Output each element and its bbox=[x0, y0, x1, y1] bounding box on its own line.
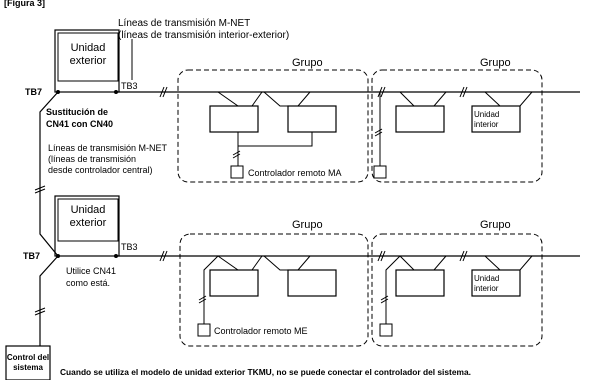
group-label-lower-2: Grupo bbox=[480, 219, 511, 231]
group-label-lower-1: Grupo bbox=[292, 219, 323, 231]
indoor-unit-lower-3 bbox=[395, 269, 445, 297]
indoor-unit-lower-1 bbox=[209, 269, 259, 297]
indoor-unit-upper-1 bbox=[209, 105, 259, 133]
lower-note-1: Utilice CN41 bbox=[66, 266, 116, 276]
system-controller-box bbox=[5, 345, 51, 380]
lower-note-2: como está. bbox=[66, 278, 110, 288]
indoor-unit-label-lower-2: interior bbox=[474, 284, 499, 293]
line-break-marks-bus bbox=[34, 185, 46, 316]
tb3-label-upper: TB3 bbox=[121, 81, 138, 91]
group-box-upper-1 bbox=[177, 69, 369, 183]
group-label-upper-1: Grupo bbox=[292, 57, 323, 69]
upper-note-2: CN41 con CN40 bbox=[46, 119, 113, 129]
remote-controller-lower-2 bbox=[379, 323, 393, 337]
system-controller-label-1: Control del bbox=[7, 353, 49, 362]
indoor-unit-upper-2 bbox=[287, 105, 337, 133]
top-line-label-2: (líneas de transmisión interior-exterior… bbox=[118, 30, 289, 41]
indoor-unit-lower-2 bbox=[287, 269, 337, 297]
indoor-unit-upper-4 bbox=[471, 105, 521, 133]
group-upper-1-wiring bbox=[217, 91, 311, 107]
group-box-lower-2 bbox=[371, 233, 543, 347]
group-box-lower-1 bbox=[179, 233, 369, 347]
central-line-label-1: Líneas de transmisión M-NET bbox=[48, 143, 168, 153]
outdoor-unit-lower-label-2: exterior bbox=[70, 217, 107, 229]
tb7-terminal-lower bbox=[56, 254, 60, 258]
indoor-unit-upper-3 bbox=[395, 105, 445, 133]
outdoor-unit-upper-label-1: Unidad bbox=[71, 42, 106, 54]
ma-remote-wiring bbox=[232, 132, 313, 166]
upper-note-1: Sustitución de bbox=[46, 107, 108, 117]
central-bus-link bbox=[39, 220, 59, 257]
footer-note: Cuando se utiliza el modelo de unidad ex… bbox=[60, 367, 471, 377]
outdoor-unit-upper bbox=[54, 29, 120, 93]
tb3-label-lower: TB3 bbox=[121, 242, 138, 252]
outdoor-unit-upper-inner bbox=[57, 32, 119, 82]
central-line-label-2: (líneas de transmisión bbox=[48, 154, 136, 164]
group-box-upper-2 bbox=[371, 69, 543, 183]
remote-controller-upper-2 bbox=[373, 165, 387, 179]
outdoor-unit-lower-inner bbox=[57, 198, 119, 242]
system-controller-label-2: sistema bbox=[13, 363, 43, 372]
outdoor-unit-lower-label-1: Unidad bbox=[71, 204, 106, 216]
outdoor-unit-upper-label-2: exterior bbox=[70, 55, 107, 67]
remote-controller-ma bbox=[230, 165, 244, 179]
central-bus-upper bbox=[39, 91, 59, 220]
figure-header: [Figura 3] bbox=[4, 0, 45, 8]
top-line-label-1: Líneas de transmisión M-NET bbox=[118, 18, 250, 29]
indoor-unit-lower-4 bbox=[471, 269, 521, 297]
remote-ma-label: Controlador remoto MA bbox=[248, 168, 342, 178]
indoor-unit-label-upper-1: Unidad bbox=[474, 110, 499, 119]
central-line-label-3: desde controlador central) bbox=[48, 165, 153, 175]
remote-me-label: Controlador remoto ME bbox=[214, 326, 308, 336]
indoor-unit-label-lower-1: Unidad bbox=[474, 274, 499, 283]
outdoor-unit-lower bbox=[54, 195, 120, 257]
indoor-unit-label-upper-2: interior bbox=[474, 120, 499, 129]
tb7-label-upper: TB7 bbox=[25, 87, 42, 97]
group-label-upper-2: Grupo bbox=[480, 57, 511, 69]
line-break-marks-lower bbox=[159, 250, 468, 262]
central-bus-lower bbox=[39, 255, 59, 346]
remote-controller-me bbox=[197, 323, 211, 337]
tb7-label-lower: TB7 bbox=[23, 251, 40, 261]
